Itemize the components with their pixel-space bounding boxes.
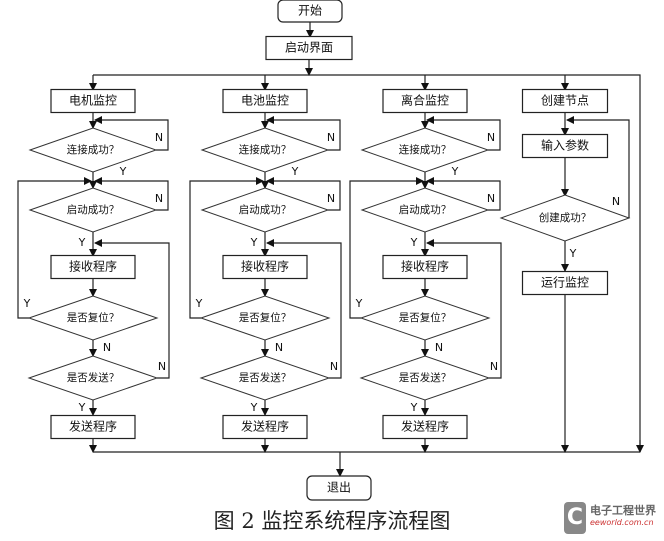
created-no-loop [566, 116, 630, 218]
yes-label: Y [250, 401, 258, 414]
logo-url: eeworld.com.cn [590, 518, 654, 527]
create-node-box [521, 88, 609, 114]
startup-decision-label: 启动成功？ [399, 203, 452, 216]
startup-no-loop [94, 177, 169, 211]
yes-label: Y [451, 165, 459, 178]
receive-box-label: 接收程序 [69, 259, 117, 274]
connect-no-loop [266, 116, 341, 151]
monitor-box-label: 电机监控 [69, 94, 117, 108]
no-label: N [275, 341, 283, 354]
connect-decision-label: 连接成功？ [399, 143, 452, 156]
send-decision-label: 是否发送？ [67, 371, 120, 384]
connect-no-loop [94, 116, 169, 151]
no-label: N [487, 192, 495, 205]
no-label: N [612, 195, 620, 208]
send-no-loop [426, 239, 502, 379]
reset-yes-loop [349, 177, 424, 319]
eeworld-logo: C 电子工程世界 eeworld.com.cn [564, 500, 660, 538]
branch-line [93, 74, 641, 452]
input-params-box-label: 输入参数 [541, 138, 589, 153]
monitor-box-label: 电池监控 [241, 94, 289, 108]
reset-yes-loop [189, 177, 264, 319]
receive-box [382, 254, 468, 280]
yes-label: Y [195, 297, 203, 310]
send-box-label: 发送程序 [69, 419, 117, 434]
reset-decision-label: 是否复位？ [399, 311, 452, 324]
yes-label: Y [291, 165, 299, 178]
connect-decision-label: 连接成功？ [67, 143, 120, 156]
no-label: N [155, 131, 163, 144]
send-no-loop [94, 239, 170, 379]
yes-label: Y [410, 236, 418, 249]
send-decision-label: 是否发送？ [239, 371, 292, 384]
run-monitor-box-label: 运行监控 [541, 276, 589, 290]
send-no-loop [266, 239, 342, 379]
no-label: N [487, 131, 495, 144]
reset-decision-label: 是否复位？ [67, 311, 120, 324]
reset-yes-loop [17, 177, 92, 319]
yes-label: Y [78, 401, 86, 414]
monitor-box [50, 88, 136, 114]
no-label: N [435, 341, 443, 354]
startup-decision-label: 启动成功？ [239, 203, 292, 216]
yes-label: Y [355, 297, 363, 310]
init-interface-box [265, 35, 353, 61]
receive-box [50, 254, 136, 280]
reset-decision-label: 是否复位？ [239, 311, 292, 324]
no-label: N [327, 131, 335, 144]
yes-label: Y [250, 236, 258, 249]
receive-box-label: 接收程序 [401, 259, 449, 274]
reset-decision [359, 295, 491, 341]
send-box-label: 发送程序 [241, 419, 289, 434]
connect-decision-label: 连接成功？ [239, 143, 292, 156]
monitor-box [382, 88, 468, 114]
figure-caption: 图 2 监控系统程序流程图 [213, 509, 451, 533]
yes-label: Y [569, 247, 577, 260]
startup-no-loop [426, 177, 501, 211]
exit-terminal [306, 475, 372, 501]
no-label: N [490, 360, 498, 373]
no-label: N [158, 360, 166, 373]
no-label: N [327, 192, 335, 205]
yes-label: Y [119, 165, 127, 178]
monitor-box-label: 离合监控 [401, 93, 449, 108]
startup-decision-label: 启动成功？ [67, 203, 120, 216]
logo-mark: C [564, 502, 586, 534]
created-decision-label: 创建成功？ [539, 211, 592, 224]
send-box-label: 发送程序 [401, 419, 449, 434]
input-params-box [521, 133, 609, 159]
monitor-box [222, 88, 308, 114]
send-decision-label: 是否发送？ [399, 371, 452, 384]
receive-box-label: 接收程序 [241, 259, 289, 274]
start-terminal-label: 开始 [298, 4, 322, 18]
init-interface-box-label: 启动界面 [285, 41, 333, 55]
yes-label: Y [410, 401, 418, 414]
no-label: N [103, 341, 111, 354]
startup-no-loop [266, 177, 341, 211]
reset-decision [199, 295, 331, 341]
receive-box [222, 254, 308, 280]
exit-terminal-label: 退出 [327, 481, 351, 495]
create-node-box-label: 创建节点 [541, 94, 589, 108]
no-label: N [155, 192, 163, 205]
logo-name: 电子工程世界 [590, 504, 656, 517]
no-label: N [330, 360, 338, 373]
connect-no-loop [426, 116, 501, 151]
yes-label: Y [23, 297, 31, 310]
yes-label: Y [78, 236, 86, 249]
reset-decision [27, 295, 159, 341]
